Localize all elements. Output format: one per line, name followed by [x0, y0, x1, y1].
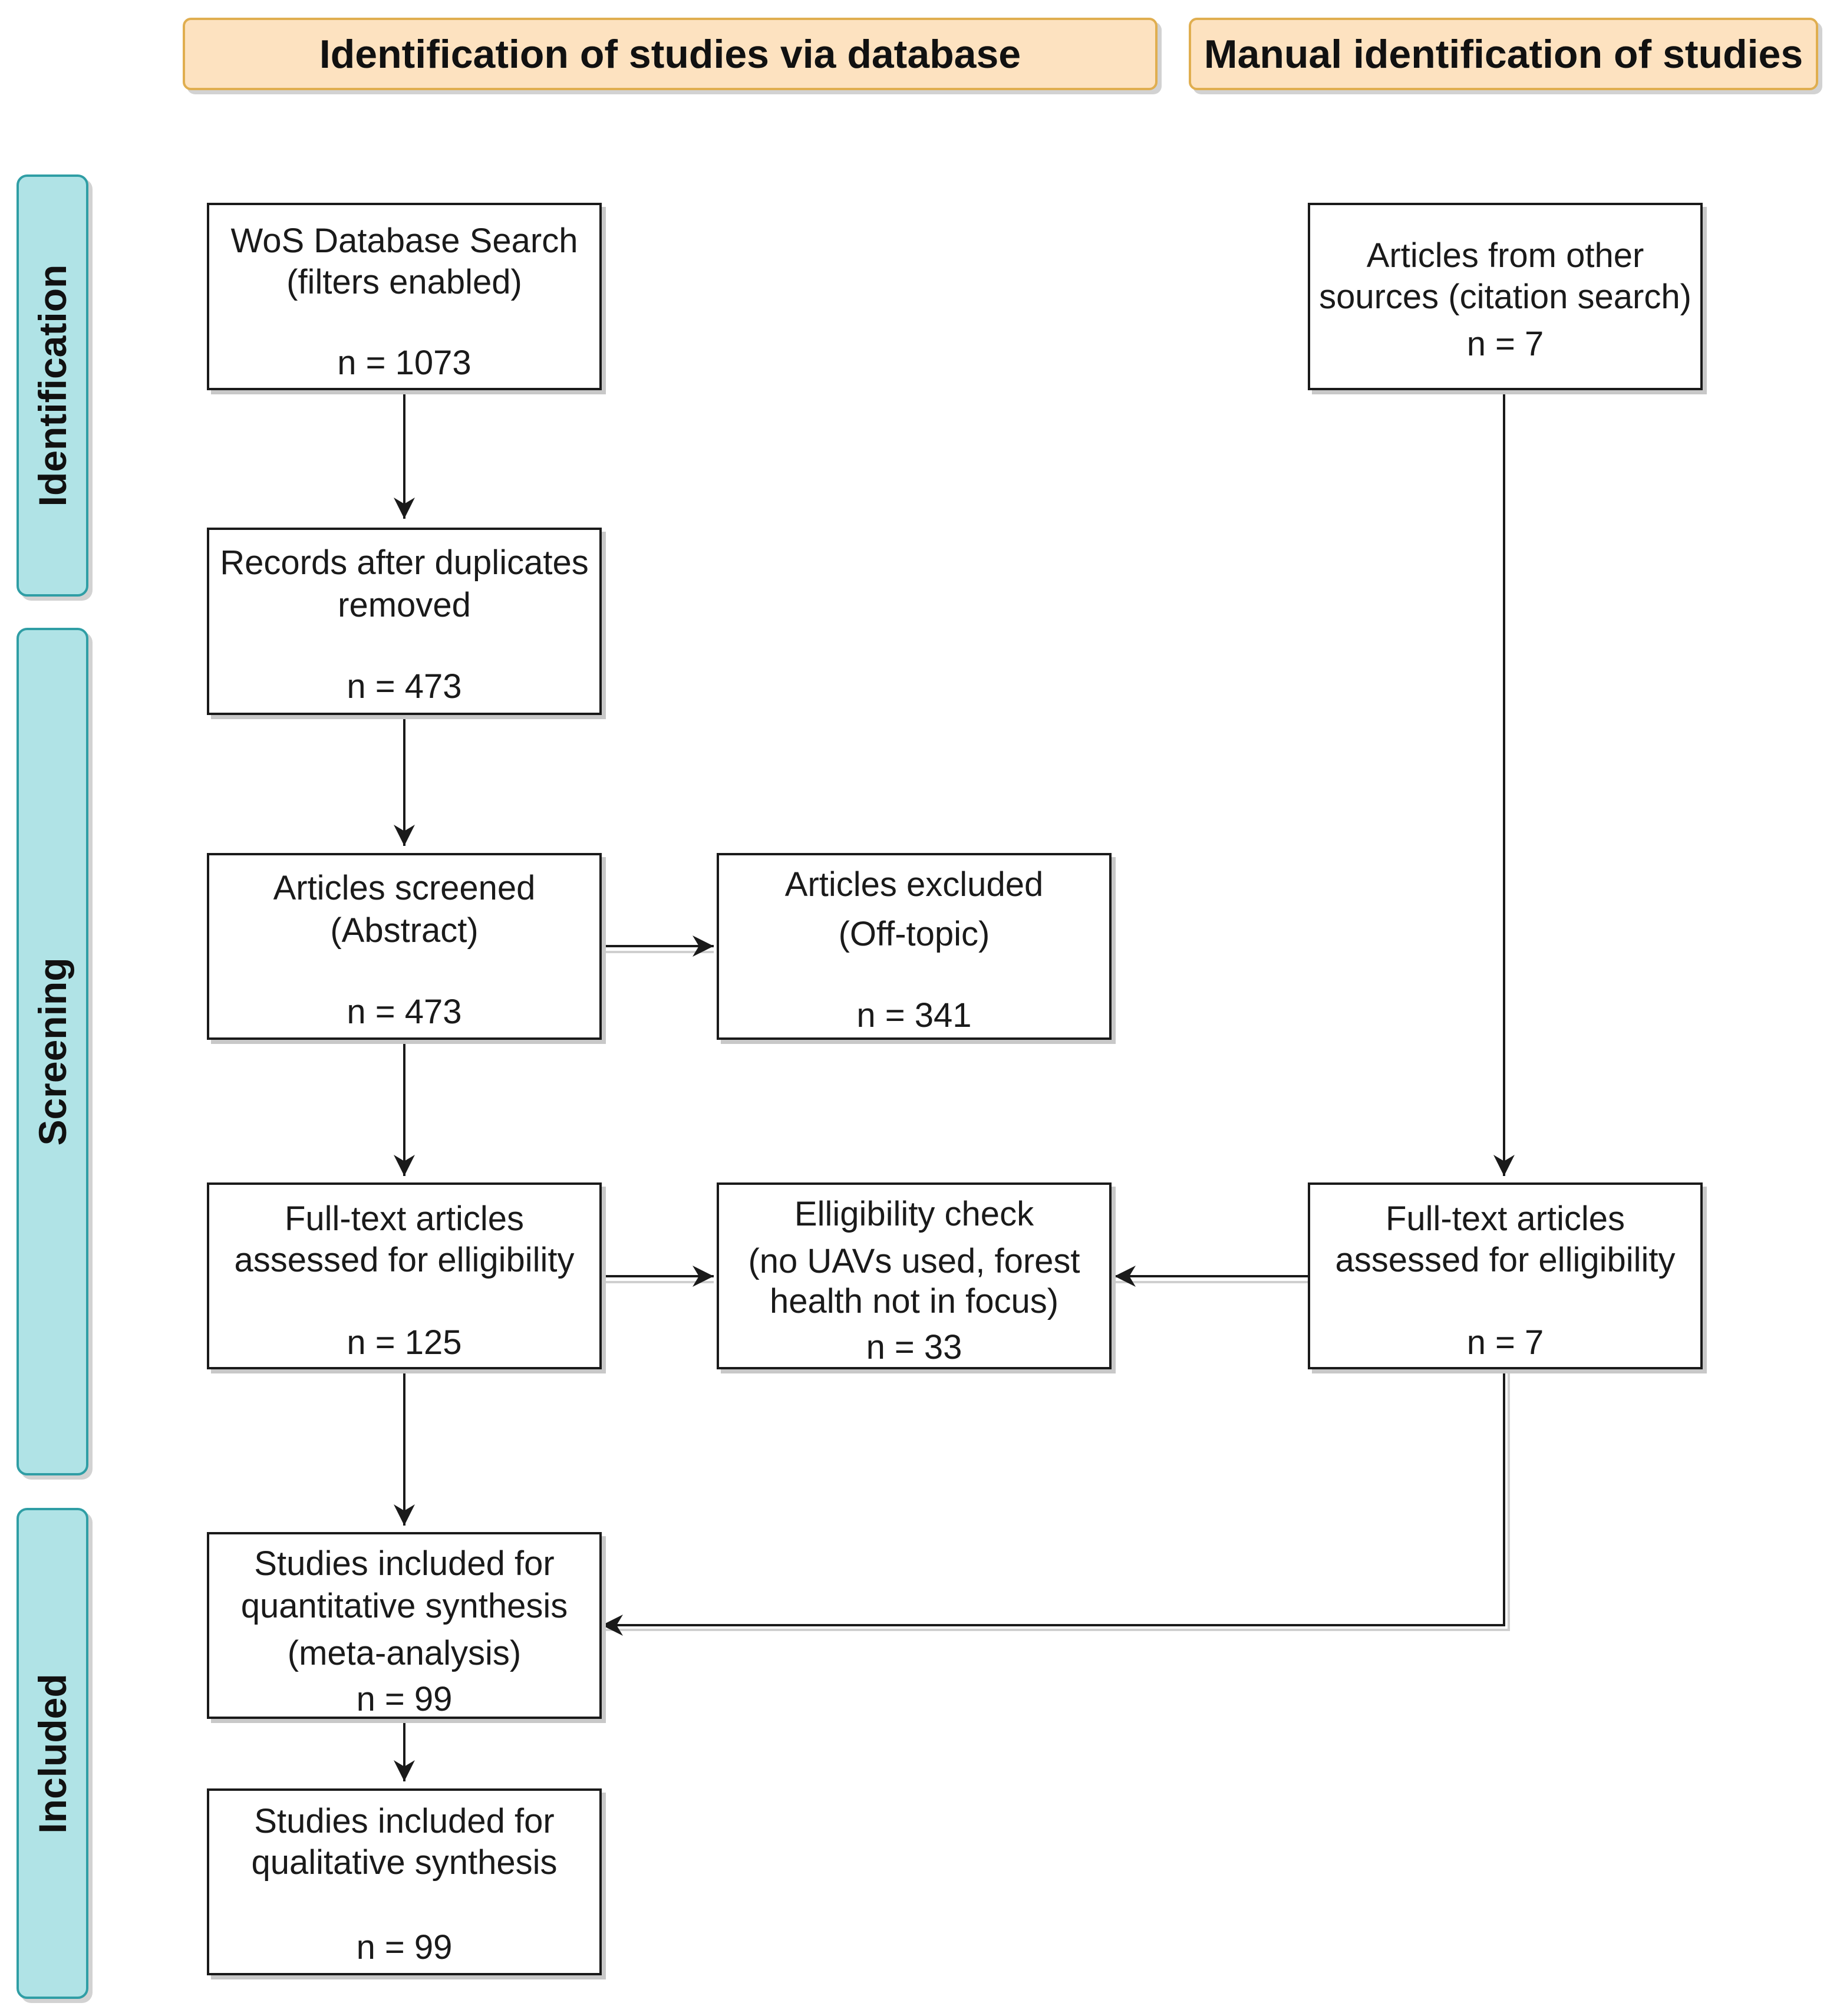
box-fulltext-database-count: n = 125 [347, 1323, 462, 1362]
box-other-sources-line2: sources (citation search) [1319, 278, 1691, 316]
stage-screening: Screening [17, 628, 88, 1475]
box-qualitative-synthesis-count: n = 99 [356, 1928, 453, 1966]
header-database-label: Identification of studies via database [319, 31, 1021, 77]
box-articles-screened-line2: (Abstract) [330, 911, 479, 950]
stage-included: Included [17, 1508, 88, 1999]
stage-identification: Identification [17, 174, 88, 597]
box-qualitative-synthesis: Studies included for qualitative synthes… [207, 1788, 602, 1975]
box-qualitative-synthesis-line1: Studies included for [254, 1802, 555, 1840]
box-eligibility-check: Elligibility check (no UAVs used, forest… [717, 1182, 1112, 1369]
arrow-manual-fulltext-to-quantitative [602, 1369, 1505, 1636]
box-fulltext-manual: Full-text articles assessed for elligibi… [1308, 1182, 1703, 1369]
box-qualitative-synthesis-line2: qualitative synthesis [251, 1843, 558, 1882]
box-quantitative-synthesis-line2: quantitative synthesis [240, 1587, 568, 1625]
header-database: Identification of studies via database [183, 18, 1158, 90]
box-articles-excluded-count: n = 341 [856, 996, 972, 1035]
box-articles-screened-line1: Articles screened [273, 869, 536, 907]
box-eligibility-check-count: n = 33 [866, 1328, 962, 1366]
box-wos-search-count: n = 1073 [337, 344, 471, 382]
box-articles-excluded-line1: Articles excluded [784, 865, 1044, 904]
box-articles-screened: Articles screened (Abstract) n = 473 [207, 853, 602, 1040]
connector-shadow [602, 1371, 1510, 1631]
box-quantitative-synthesis-line3: (meta-analysis) [287, 1634, 522, 1672]
box-articles-screened-count: n = 473 [347, 993, 462, 1031]
box-other-sources-line1: Articles from other [1366, 236, 1644, 275]
box-fulltext-manual-count: n = 7 [1466, 1323, 1544, 1362]
box-fulltext-database-line1: Full-text articles [284, 1200, 525, 1238]
box-duplicates-removed-count: n = 473 [347, 667, 462, 706]
header-manual-label: Manual identification of studies [1203, 31, 1803, 77]
box-quantitative-synthesis-count: n = 99 [356, 1680, 453, 1718]
box-quantitative-synthesis-line1: Studies included for [254, 1544, 555, 1583]
box-fulltext-manual-line1: Full-text articles [1385, 1200, 1625, 1238]
box-wos-search-line2: (filters enabled) [286, 263, 522, 301]
box-articles-excluded: Articles excluded (Off-topic) n = 341 [717, 853, 1112, 1040]
box-eligibility-check-line1: Elligibility check [794, 1195, 1034, 1233]
box-other-sources: Articles from other sources (citation se… [1308, 203, 1703, 390]
box-eligibility-check-line3: health not in focus) [769, 1282, 1059, 1320]
box-articles-excluded-line2: (Off-topic) [838, 915, 990, 953]
box-duplicates-removed-line1: Records after duplicates [220, 543, 589, 582]
box-other-sources-count: n = 7 [1466, 325, 1544, 363]
header-manual: Manual identification of studies [1189, 18, 1818, 90]
box-fulltext-manual-line2: assessed for elligibility [1335, 1241, 1676, 1279]
box-duplicates-removed-line2: removed [338, 586, 471, 624]
box-wos-search-line1: WoS Database Search [230, 222, 578, 260]
box-fulltext-database-line2: assessed for elligibility [234, 1241, 575, 1279]
box-duplicates-removed: Records after duplicates removed n = 473 [207, 528, 602, 715]
box-eligibility-check-line2: (no UAVs used, forest [748, 1242, 1080, 1280]
box-wos-search: WoS Database Search (filters enabled) n … [207, 203, 602, 390]
box-fulltext-database: Full-text articles assessed for elligibi… [207, 1182, 602, 1369]
box-quantitative-synthesis: Studies included for quantitative synthe… [207, 1532, 602, 1719]
